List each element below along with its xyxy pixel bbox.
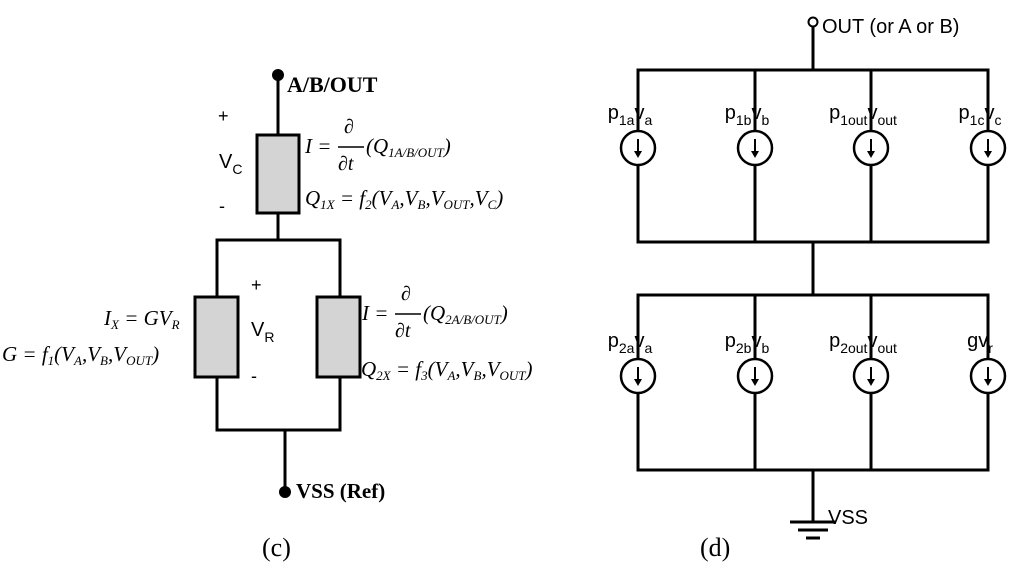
equation-res-current: IX = GVR bbox=[103, 306, 180, 332]
terminal-bottom-dot bbox=[279, 486, 291, 498]
source-label: p1cvc bbox=[959, 102, 1002, 128]
equation-res-func: G = f1(VA,VB,VOUT) bbox=[2, 342, 159, 368]
svg-text:I =: I = bbox=[361, 301, 388, 325]
vc-plus: + bbox=[218, 106, 229, 126]
current-source-upper-2: p1bvb bbox=[725, 70, 774, 242]
resistor-g bbox=[193, 295, 240, 379]
vc-label: VC bbox=[219, 151, 242, 177]
vr-label: VR bbox=[251, 319, 274, 345]
source-label: p2bvb bbox=[725, 330, 770, 356]
capacitor-q2 bbox=[315, 295, 362, 379]
equation-cap2-charge: Q2X = f3(VA,VB,VOUT) bbox=[361, 357, 533, 383]
equation-cap2-current: I = ∂ ∂t (Q2A/B/OUT) bbox=[361, 283, 508, 342]
node-label-top: A/B/OUT bbox=[287, 72, 378, 97]
upper-source-bank: p1ava p1bvb p1outvout p1cvc bbox=[608, 70, 1007, 242]
equation-cap1-charge: Q1X = f2(VA,VB,VOUT,VC) bbox=[305, 186, 503, 212]
source-label: p2outvout bbox=[829, 330, 897, 356]
svg-text:∂t: ∂t bbox=[395, 320, 411, 342]
current-source-upper-1: p1ava bbox=[608, 70, 657, 242]
svg-text:∂: ∂ bbox=[344, 116, 354, 138]
down-arrow-icon bbox=[751, 367, 759, 386]
ground-icon bbox=[790, 520, 836, 540]
down-arrow-icon bbox=[634, 367, 642, 386]
source-label: p1ava bbox=[608, 102, 653, 128]
terminal-top-dot bbox=[272, 69, 284, 81]
source-label: p2ava bbox=[608, 330, 653, 356]
svg-text:∂: ∂ bbox=[401, 283, 411, 305]
current-source-lower-4: gvr bbox=[967, 295, 1007, 470]
current-source-lower-3: p2outvout bbox=[829, 295, 897, 470]
down-arrow-icon bbox=[984, 139, 992, 158]
terminal-out bbox=[807, 16, 819, 28]
source-label: p1outvout bbox=[829, 102, 897, 128]
down-arrow-icon bbox=[867, 139, 875, 158]
equation-cap1-current: I = ∂ ∂t (Q1A/B/OUT) bbox=[304, 116, 451, 175]
svg-text:(Q2A/B/OUT): (Q2A/B/OUT) bbox=[423, 301, 508, 327]
down-arrow-icon bbox=[867, 367, 875, 386]
source-label: gvr bbox=[967, 330, 993, 356]
node-label-vss: VSS bbox=[828, 507, 868, 529]
vc-minus: - bbox=[219, 196, 225, 216]
down-arrow-icon bbox=[634, 139, 642, 158]
current-source-lower-1: p2ava bbox=[608, 295, 657, 470]
down-arrow-icon bbox=[751, 139, 759, 158]
current-source-upper-4: p1cvc bbox=[959, 70, 1007, 242]
node-label-bottom: VSS (Ref) bbox=[296, 479, 385, 503]
svg-text:I =: I = bbox=[304, 134, 331, 158]
down-arrow-icon bbox=[984, 367, 992, 386]
panel-c: A/B/OUT VSS (Ref) + VC - + VR - I = ∂ ∂t… bbox=[2, 69, 533, 562]
vr-minus: - bbox=[251, 366, 257, 386]
source-label: p1bvb bbox=[725, 102, 770, 128]
capacitor-q1 bbox=[255, 133, 301, 215]
svg-text:∂t: ∂t bbox=[338, 153, 354, 175]
svg-text:(Q1A/B/OUT): (Q1A/B/OUT) bbox=[366, 134, 451, 160]
lower-source-bank: p2ava p2bvb p2outvout gvr bbox=[608, 295, 1007, 470]
caption-c: (c) bbox=[262, 533, 291, 562]
current-source-lower-2: p2bvb bbox=[725, 295, 774, 470]
node-label-out: OUT (or A or B) bbox=[822, 16, 959, 38]
vr-plus: + bbox=[251, 275, 262, 295]
current-source-upper-3: p1outvout bbox=[829, 70, 897, 242]
caption-d: (d) bbox=[700, 533, 730, 562]
